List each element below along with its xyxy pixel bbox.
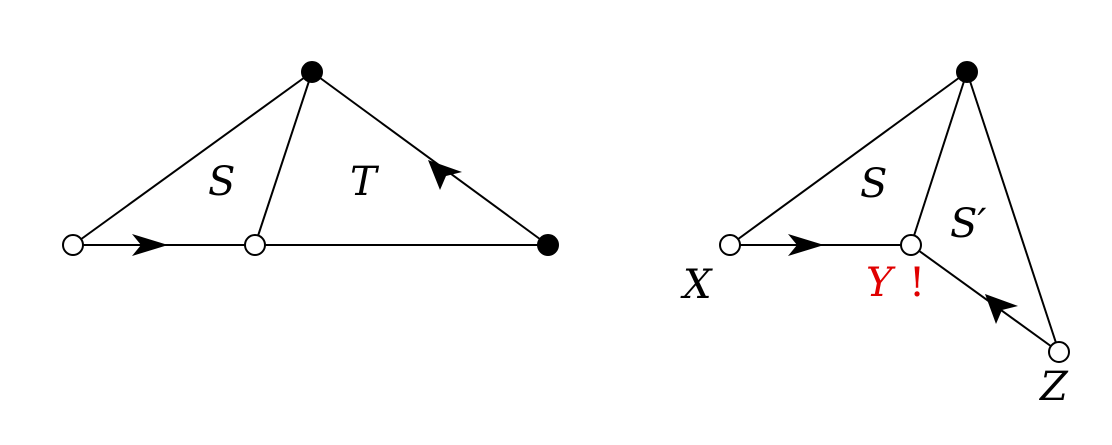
- right-label-s: S: [860, 161, 887, 207]
- left-edge-b-top: [254, 71, 313, 246]
- right-label-x: X: [680, 262, 713, 308]
- left-node-c: [537, 234, 559, 256]
- right-figure: S S′ X Y ! Z: [680, 61, 1070, 410]
- right-label-y: Y: [866, 260, 896, 306]
- right-edge-top-z: [966, 71, 1060, 353]
- left-node-a: [62, 234, 84, 256]
- right-label-z: Z: [1038, 364, 1069, 410]
- right-label-s-prime: S′: [950, 201, 986, 247]
- left-arrow-bottom-right: [132, 234, 168, 256]
- left-edge-a-top: [72, 71, 313, 246]
- left-figure: S T: [62, 61, 559, 256]
- right-node-top: [956, 61, 978, 83]
- right-node-z: [1048, 341, 1070, 363]
- right-edge-y-top: [910, 71, 968, 246]
- right-alert-mark: !: [909, 260, 925, 306]
- left-node-b: [244, 234, 266, 256]
- right-edge-y-z: [910, 244, 1060, 353]
- left-node-top: [301, 61, 323, 83]
- left-arrow-up-left: [428, 160, 462, 190]
- left-label-s: S: [208, 159, 235, 205]
- right-edge-x-top: [729, 71, 968, 246]
- left-edge-top-c: [311, 71, 549, 246]
- left-label-t: T: [350, 159, 380, 205]
- right-arrow-up-left: [985, 294, 1018, 324]
- right-node-y: [900, 234, 922, 256]
- right-node-x: [719, 234, 741, 256]
- right-arrow-bottom-right: [788, 234, 824, 256]
